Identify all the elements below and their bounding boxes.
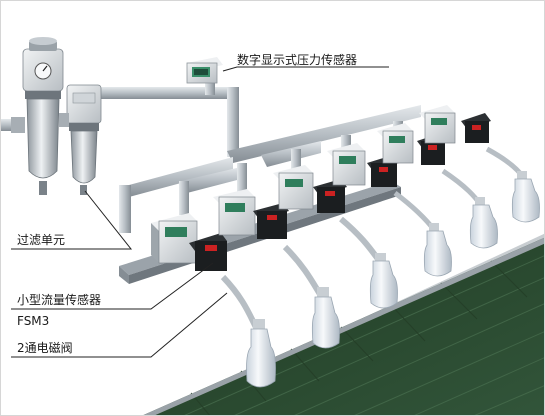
leader-valve (11, 292, 228, 358)
label-filter-unit: 过滤单元 (17, 233, 66, 247)
digital-pressure-sensor (186, 57, 223, 84)
flow-stations (151, 105, 540, 388)
air-supply-pipes (1, 75, 421, 233)
station-2 (213, 189, 340, 349)
label-solenoid-valve: 2通电磁阀 (17, 341, 73, 355)
station-1 (151, 213, 276, 388)
leader-filter (11, 190, 133, 250)
station-6 (419, 105, 540, 223)
station-4 (327, 143, 452, 277)
label-flow-sensor-model: FSM3 (17, 314, 50, 328)
station-3 (273, 165, 398, 309)
label-flow-sensor: 小型流量传感器 (17, 293, 102, 307)
label-digital-pressure-sensor: 数字显示式压力传感器 (237, 53, 358, 67)
leader-digital-sensor (222, 66, 389, 72)
leader-flow-sensor (11, 262, 214, 310)
label-leader-lines (11, 66, 389, 358)
filter-unit (11, 37, 102, 195)
station-5 (377, 123, 498, 249)
